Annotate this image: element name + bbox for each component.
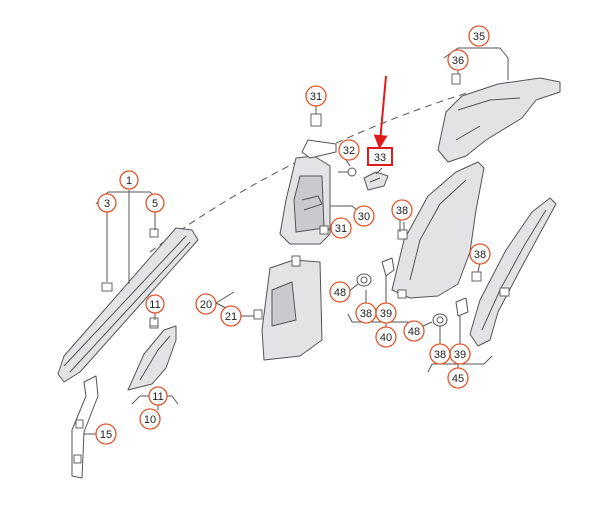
callout-39-b-label: 39 — [454, 349, 466, 361]
callout-21-label: 21 — [225, 311, 237, 323]
callout-15-label: 15 — [100, 429, 112, 441]
callout-11-lower[interactable]: 11 — [148, 386, 168, 406]
callout-38-a-label: 38 — [396, 205, 408, 217]
callout-11-upper-label: 11 — [149, 299, 160, 311]
callout-32[interactable]: 32 — [338, 139, 360, 161]
callout-45[interactable]: 45 — [447, 367, 469, 389]
callout-39-a-label: 39 — [380, 308, 392, 320]
highlight-box-33 — [367, 147, 393, 166]
callout-5-label: 5 — [152, 198, 158, 210]
callout-36[interactable]: 36 — [447, 49, 469, 71]
callout-10-label: 10 — [144, 414, 156, 426]
callout-33[interactable]: 33 — [374, 152, 386, 164]
callout-21[interactable]: 21 — [220, 305, 242, 327]
callout-11-lower-label: 11 — [152, 391, 163, 403]
callout-1[interactable]: 1 — [119, 170, 139, 190]
callout-3[interactable]: 3 — [97, 193, 117, 213]
screw-32[interactable] — [338, 167, 357, 177]
red-arrow-icon — [373, 75, 388, 149]
callout-5[interactable]: 5 — [145, 193, 165, 213]
grommet-48b[interactable] — [432, 313, 448, 327]
callout-38-d-label: 38 — [434, 349, 446, 361]
callout-38-a[interactable]: 38 — [391, 199, 413, 221]
callout-38-d[interactable]: 38 — [429, 343, 451, 365]
callout-38-b[interactable]: 38 — [469, 243, 491, 265]
c-pillar-lower-trim[interactable] — [391, 161, 485, 299]
callout-48-b-label: 48 — [408, 326, 420, 338]
callout-38-b-label: 38 — [474, 249, 486, 261]
callout-39-a[interactable]: 39 — [375, 302, 397, 324]
callout-15[interactable]: 15 — [95, 423, 117, 445]
grommet-48a[interactable] — [356, 273, 372, 287]
clip-39b[interactable] — [455, 297, 469, 317]
callout-45-label: 45 — [452, 373, 464, 385]
clip-11-upper[interactable] — [149, 317, 159, 327]
lower-trim-strip[interactable] — [71, 375, 99, 479]
callout-20[interactable]: 20 — [195, 293, 217, 315]
callout-31-top-label: 31 — [310, 91, 322, 103]
callout-11-upper[interactable]: 11 — [145, 294, 165, 314]
b-pillar-lower-trim[interactable] — [261, 255, 323, 361]
clip-21[interactable] — [253, 309, 263, 320]
part-33-bracket[interactable] — [363, 171, 389, 191]
clip-39a[interactable] — [381, 257, 395, 277]
callout-32-label: 32 — [343, 145, 355, 157]
callout-30[interactable]: 30 — [353, 205, 375, 227]
callout-35[interactable]: 35 — [468, 25, 490, 47]
callout-31-lower[interactable]: 31 — [330, 217, 352, 239]
clip-31-top[interactable] — [310, 113, 322, 127]
callout-35-label: 35 — [473, 31, 485, 43]
callout-48-b[interactable]: 48 — [403, 320, 425, 342]
callout-10[interactable]: 10 — [139, 408, 161, 430]
callout-40-label: 40 — [380, 332, 392, 344]
callout-40[interactable]: 40 — [375, 326, 397, 348]
callout-38-c-label: 38 — [360, 308, 372, 320]
clip-31-lower[interactable] — [319, 225, 329, 235]
callout-38-c[interactable]: 38 — [355, 302, 377, 324]
callout-3-label: 3 — [104, 198, 110, 210]
callout-1-label: 1 — [126, 175, 132, 187]
callout-20-label: 20 — [200, 299, 212, 311]
b-pillar-upper-trim[interactable] — [279, 139, 337, 245]
a-pillar-trim[interactable] — [57, 227, 199, 383]
callout-48-a[interactable]: 48 — [329, 281, 351, 303]
callout-39-b[interactable]: 39 — [449, 343, 471, 365]
c-pillar-upper-trim[interactable] — [437, 73, 561, 163]
callout-30-label: 30 — [358, 211, 370, 223]
callout-48-a-label: 48 — [334, 287, 346, 299]
callout-31-top[interactable]: 31 — [305, 85, 327, 107]
a-pillar-lower-bracket[interactable] — [127, 319, 177, 391]
d-pillar-trim[interactable] — [469, 197, 557, 347]
callout-36-label: 36 — [452, 55, 464, 67]
callout-31-lower-label: 31 — [335, 223, 347, 235]
